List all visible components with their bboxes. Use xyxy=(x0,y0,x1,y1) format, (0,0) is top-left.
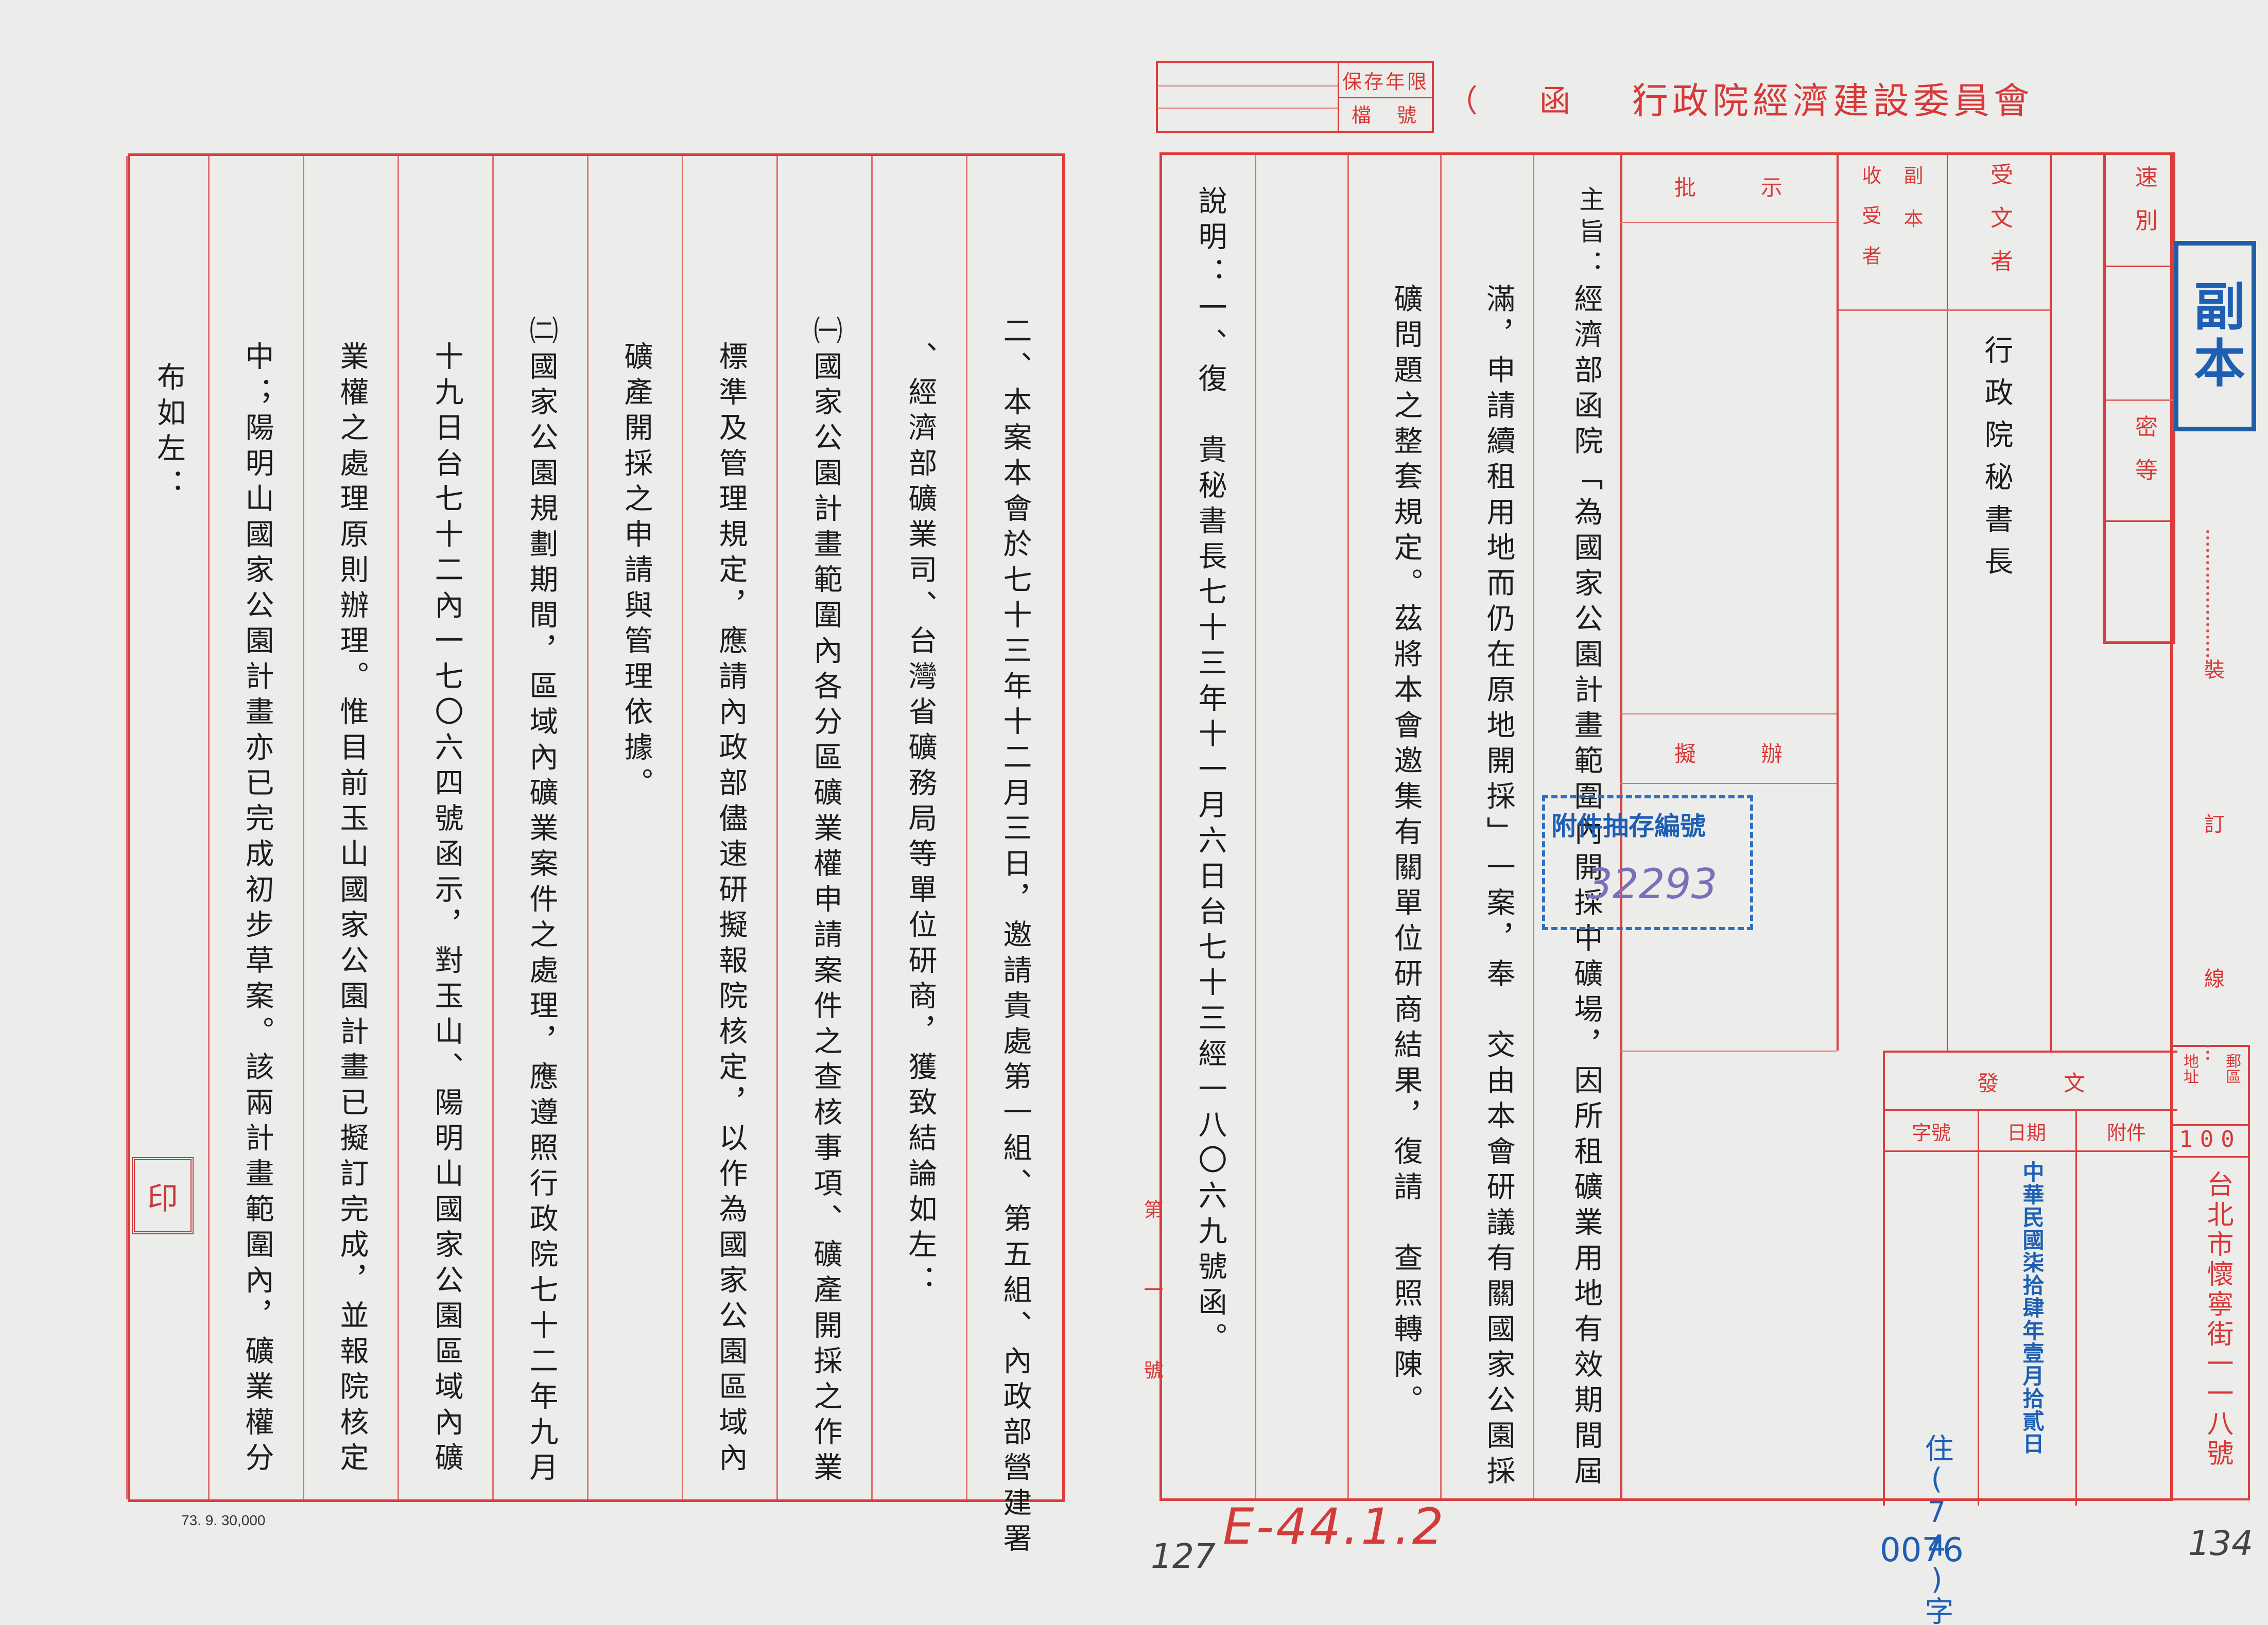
copy-header: 副本 xyxy=(1900,165,1923,252)
archive-code: E-44.1.2 xyxy=(1223,1498,1446,1556)
left-column: 中；陽明山國家公園計畫亦已完成初步草案。該兩計畫範圍內，礦業權分 xyxy=(208,156,304,1499)
explanation-line: 說明：一、復 貴秘書長七十三年十一月六日台七十三經一八〇六九號函。 xyxy=(1193,186,1227,1358)
postal-code: 100 xyxy=(2179,1126,2242,1152)
left-column-text: 布如左： xyxy=(152,362,186,504)
subject-line: 經濟部函院「為國家公園計畫範圍內開採中礦場，因所租礦業用地有效期間屆 xyxy=(1569,284,1603,1491)
left-column-text: 業權之處理原則辦理。惟目前玉山國家公園計畫已擬訂完成，並報院核定 xyxy=(335,341,369,1478)
subject-label: 主旨： xyxy=(1575,186,1605,282)
left-column: 礦產開採之申請與管理依據。 xyxy=(587,156,683,1499)
address-block: 郵區 地址 100 台北市懷寧街一一八號 xyxy=(2173,1045,2250,1500)
page-number-label: 第 一 號 xyxy=(1140,1199,1163,1400)
agency-title: 行政院經濟建設委員會 xyxy=(1632,80,2034,122)
issue-panel: 發 文 字號 日期 附件 住(74)字 0076 中華民國柒拾肆年壹月拾貳日 xyxy=(1880,1051,2177,1625)
left-column: ㈠國家公園計畫範圍內各分區礦業權申請案件之查核事項、礦產開採之作業 xyxy=(776,156,873,1499)
retention-label: 保存年限 xyxy=(1342,71,1429,93)
left-column-text: 標準及管理規定，應請內政部儘速研擬報院核定，以作為國家公園區域內 xyxy=(714,341,748,1478)
left-column-text: 十九日台七十二內一七〇六四號函示，對玉山、陽明山國家公園區域內礦 xyxy=(430,341,463,1478)
attachment-label: 附件 xyxy=(2106,1122,2146,1144)
number-value: 0076 xyxy=(1880,1531,1964,1569)
secrecy-header: 密等 xyxy=(2131,415,2157,501)
number-label: 字號 xyxy=(1911,1122,1951,1144)
date-value: 中華民國柒拾肆年壹月拾貳日 xyxy=(2019,1161,2045,1455)
date-label: 日期 xyxy=(2006,1122,2046,1144)
seal-text: 印 xyxy=(147,1180,178,1217)
left-column: 布如左： xyxy=(126,156,210,1499)
delivery-header: 速別 xyxy=(2131,165,2157,252)
left-column: 二、本案本會於七十三年十二月三日，邀請貴處第一組、第五組、內政部營建署 xyxy=(966,156,1062,1559)
copy-stamp: 副本 xyxy=(2174,241,2256,431)
file-number-label: 檔 號 xyxy=(1351,104,1419,127)
right-page-frame: 批 示 擬 辦 副本 收受者 受文者 行政院秘書長 發 文 字號 日期 附件 住… xyxy=(1159,152,2177,1625)
attachment-stamp-label: 附件抽存編號 xyxy=(1551,811,1706,841)
left-column: 、經濟部礦業司、台灣省礦務局等單位研商，獲致結論如左： xyxy=(871,156,967,1499)
draft-header: 擬 辦 xyxy=(1674,741,1782,766)
print-code: 73. 9. 30,000 xyxy=(181,1512,266,1528)
copy-receiver-header: 收受者 xyxy=(1859,165,1881,286)
left-column: 標準及管理規定，應請內政部儘速研擬報院核定，以作為國家公園區域內 xyxy=(682,156,778,1499)
recipient-name: 行政院秘書長 xyxy=(1980,335,2013,588)
subject-line: 礦問題之整套規定。茲將本會邀集有關單位研商結果，復請 查照轉陳。 xyxy=(1389,284,1423,1420)
left-column-text: 二、本案本會於七十三年十二月三日，邀請貴處第一組、第五組、內政部營建署 xyxy=(998,316,1032,1559)
left-column: 業權之處理原則辦理。惟目前玉山國家公園計畫已擬訂完成，並報院核定 xyxy=(303,156,399,1499)
instruction-header: 批 示 xyxy=(1674,175,1782,200)
address-value: 台北市懷寧街一一八號 xyxy=(2202,1170,2233,1469)
number-prefix: 住(74)字 xyxy=(1920,1434,1953,1625)
attachment-stamp-number: 32293 xyxy=(1586,860,1718,908)
left-page-frame: 二、本案本會於七十三年十二月三日，邀請貴處第一組、第五組、內政部營建署 、經濟部… xyxy=(126,153,1065,1559)
left-column-text: 中；陽明山國家公園計畫亦已完成初步草案。該兩計畫範圍內，礦業權分 xyxy=(240,341,274,1478)
binding-line-label: 裝 訂 線 xyxy=(2197,659,2227,1045)
doc-type-bracket: （ 函 ） xyxy=(1447,83,1663,119)
attachment-stamp: 附件抽存編號 32293 xyxy=(1542,795,1753,930)
recipient-panel: 副本 收受者 受文者 行政院秘書長 xyxy=(1837,155,2177,1051)
left-column-text: 礦產開採之申請與管理依據。 xyxy=(619,341,653,803)
retention-box: 保存年限 檔 號 xyxy=(1156,61,1434,133)
address-label: 地址 xyxy=(2180,1053,2198,1084)
delivery-box: 速別 密等 xyxy=(2103,152,2175,644)
red-seal: 印 xyxy=(132,1157,194,1234)
left-page-no: 127 xyxy=(1151,1536,1216,1576)
right-page-no: 134 xyxy=(2188,1524,2253,1563)
left-column-text: ㈠國家公園計畫範圍內各分區礦業權申請案件之查核事項、礦產開採之作業 xyxy=(809,316,842,1488)
copy-stamp-text: 副本 xyxy=(2185,279,2245,393)
issue-header: 發 文 xyxy=(1977,1071,2085,1096)
postal-label: 郵區 xyxy=(2223,1053,2241,1084)
left-column: 十九日台七十二內一七〇六四號函示，對玉山、陽明山國家公園區域內礦 xyxy=(397,156,494,1499)
subject-line: 滿，申請續租用地而仍在原地開採」一案，奉 交由本會研議有關國家公園採 xyxy=(1482,284,1515,1491)
instruction-panel: 批 示 擬 辦 xyxy=(1620,155,1837,1498)
left-column: ㈡國家公園規劃期間，區域內礦業案件之處理，應遵照行政院七十二年九月 xyxy=(492,156,588,1499)
left-column-text: 、經濟部礦業司、台灣省礦務局等單位研商，獲致結論如左： xyxy=(904,341,937,1300)
left-column-text: ㈡國家公園規劃期間，區域內礦業案件之處理，應遵照行政院七十二年九月 xyxy=(525,316,558,1488)
recipient-header: 受文者 xyxy=(1986,163,2013,292)
